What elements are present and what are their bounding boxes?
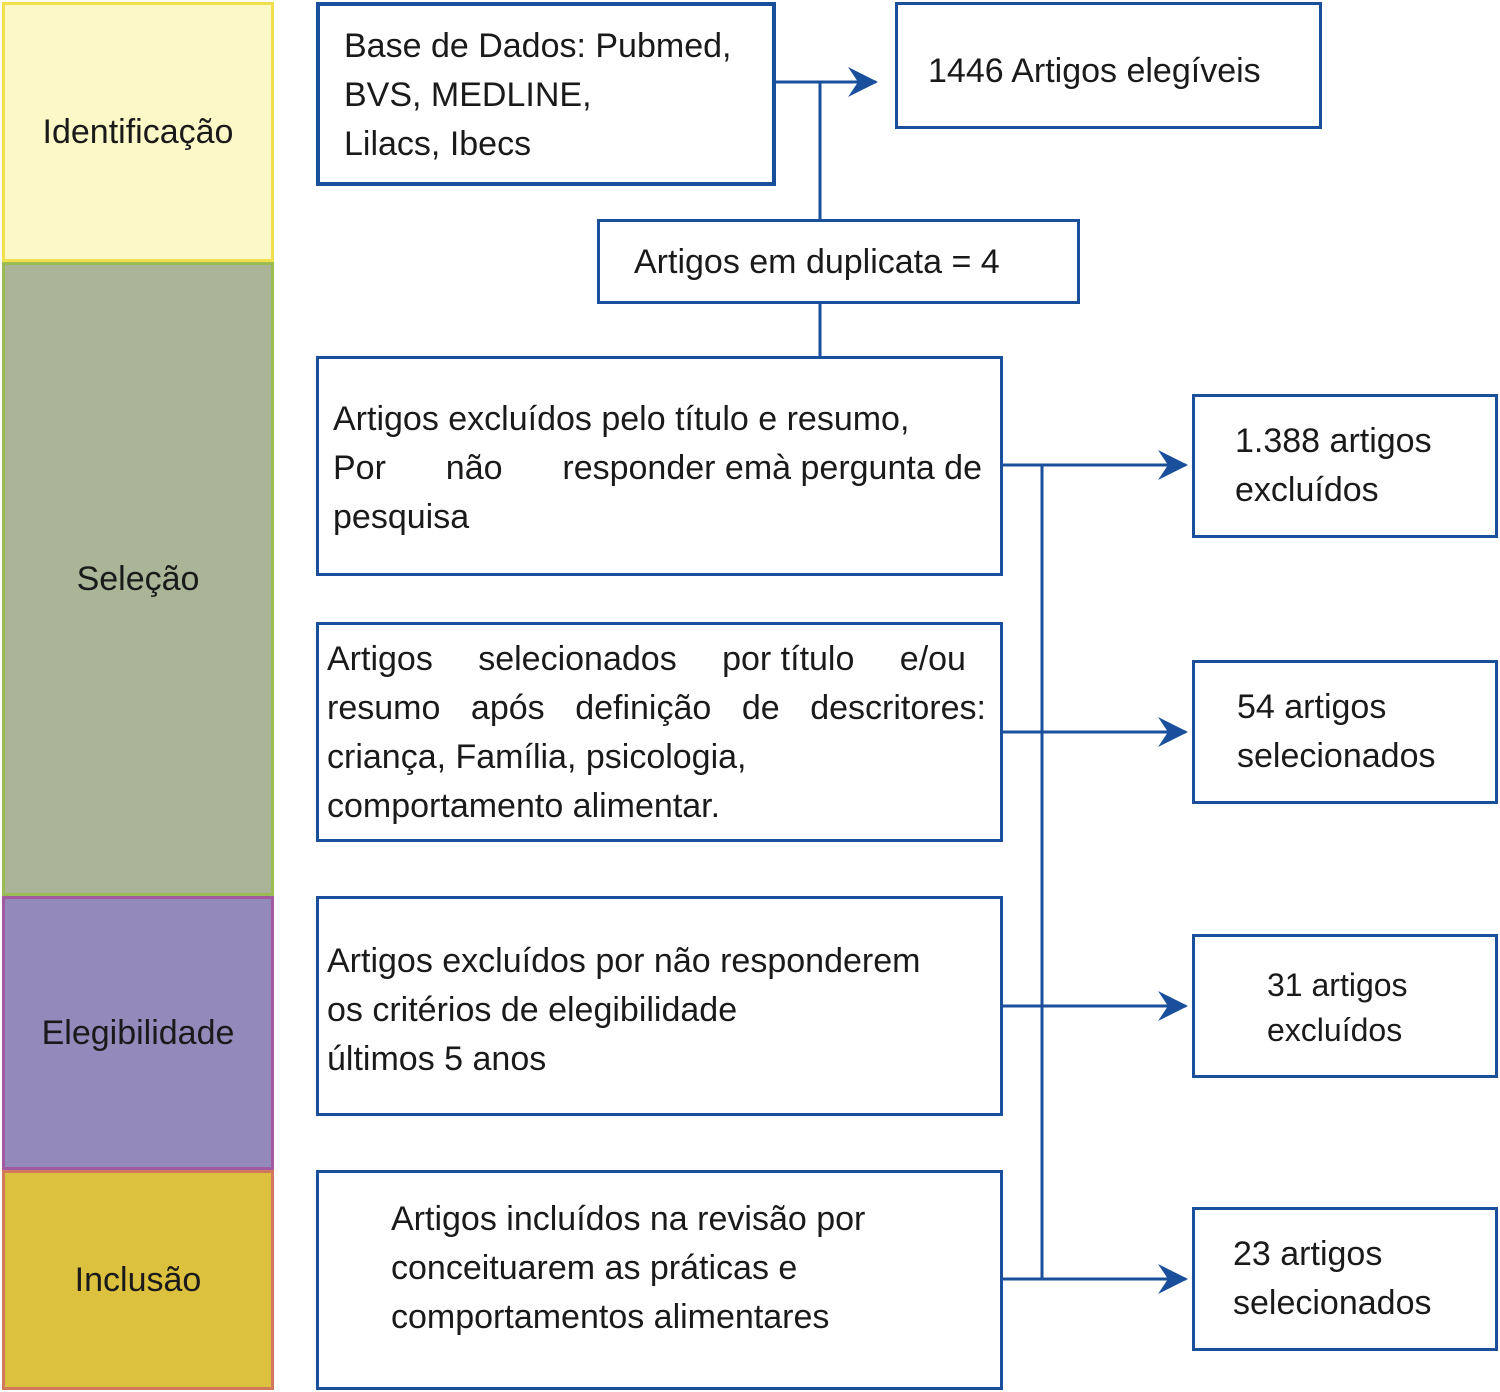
base-dados-line-2: BVS, MEDLINE, [344,76,592,114]
selecionados-titulo-line-2-word-4: de [741,689,780,727]
duplicata-text: Artigos em duplicata = 4 [634,243,1000,281]
incluidos-line-3: comportamentos alimentares [391,1298,830,1336]
excluidos-titulo-line-2-word-3: responder emà pergunta de [562,449,982,487]
result-1-line-1: 1.388 artigos [1235,422,1432,460]
result-4-line-1: 23 artigos [1233,1235,1383,1273]
stage-elegibilidade-label: Elegibilidade [41,1013,235,1052]
excluidos-criterios-line-3: últimos 5 anos [327,1040,547,1078]
selecionados-titulo-line-2-word-3: definição [575,689,712,727]
box-result-4: 23 artigos selecionados [1192,1207,1498,1351]
selecionados-titulo-line-1: Artigos selecionados por título e/ou [327,635,986,684]
selecionados-titulo-line-2: resumo após definição de descritores: [327,684,986,733]
box-incluidos: Artigos incluídos na revisão por conceit… [316,1170,1003,1390]
result-3-line-1: 31 artigos [1267,967,1408,1003]
incluidos-line-2: conceituarem as práticas e [391,1249,798,1287]
box-base-dados: Base de Dados: Pubmed, BVS, MEDLINE, Lil… [316,2,776,186]
excluidos-titulo-line-2-word-2: não [445,449,503,487]
selecionados-titulo-line-1-word-4: e/ou [899,640,966,678]
box-excluidos-titulo: Artigos excluídos pelo título e resumo, … [316,356,1003,576]
excluidos-titulo-line-3: pesquisa [333,498,470,536]
selecionados-titulo-line-4: comportamento alimentar. [327,787,721,825]
selecionados-titulo-line-2-word-1: resumo [327,689,441,727]
box-selecionados-titulo: Artigos selecionados por título e/ou res… [316,622,1003,842]
stage-inclusao: Inclusão [2,1170,274,1390]
stage-identificacao-label: Identificação [42,112,234,151]
selecionados-titulo-line-2-word-5: descritores: [810,689,986,727]
base-dados-line-3: Lilacs, Ibecs [344,125,532,163]
excluidos-criterios-line-1: Artigos excluídos por não responderem [327,942,921,980]
stage-selecao: Seleção [2,262,274,896]
excluidos-titulo-line-1: Artigos excluídos pelo título e resumo, [333,400,910,438]
box-result-1: 1.388 artigos excluídos [1192,394,1498,538]
box-excluidos-criterios: Artigos excluídos por não responderem os… [316,896,1003,1116]
selecionados-titulo-line-2-word-2: após [470,689,545,727]
result-2-line-2: selecionados [1237,737,1436,775]
box-duplicata: Artigos em duplicata = 4 [597,219,1080,304]
base-dados-line-1: Base de Dados: Pubmed, [344,27,732,65]
excluidos-criterios-line-2: os critérios de elegibilidade [327,991,738,1029]
stage-elegibilidade: Elegibilidade [2,896,274,1170]
selecionados-titulo-line-1-word-3: por título [722,640,855,678]
stage-inclusao-label: Inclusão [74,1260,202,1299]
selecionados-titulo-line-3: criança, Família, psicologia, [327,738,747,776]
box-result-3: 31 artigos excluídos [1192,934,1498,1078]
incluidos-line-1: Artigos incluídos na revisão por [391,1200,866,1238]
box-elegiveis: 1446 Artigos elegíveis [895,2,1322,129]
stage-selecao-label: Seleção [76,559,200,598]
result-4-line-2: selecionados [1233,1284,1432,1322]
excluidos-titulo-line-2-word-1: Por [333,449,386,487]
box-result-2: 54 artigos selecionados [1192,660,1498,804]
elegiveis-text: 1446 Artigos elegíveis [928,52,1261,90]
selecionados-titulo-line-1-word-1: Artigos [327,640,433,678]
excluidos-titulo-line-2: Por não responder emà pergunta de [333,444,982,493]
result-1-line-2: excluídos [1235,471,1379,509]
result-3-line-2: excluídos [1267,1012,1403,1048]
stage-identificacao: Identificação [2,2,274,262]
result-2-line-1: 54 artigos [1237,688,1387,726]
selecionados-titulo-line-1-word-2: selecionados [478,640,677,678]
